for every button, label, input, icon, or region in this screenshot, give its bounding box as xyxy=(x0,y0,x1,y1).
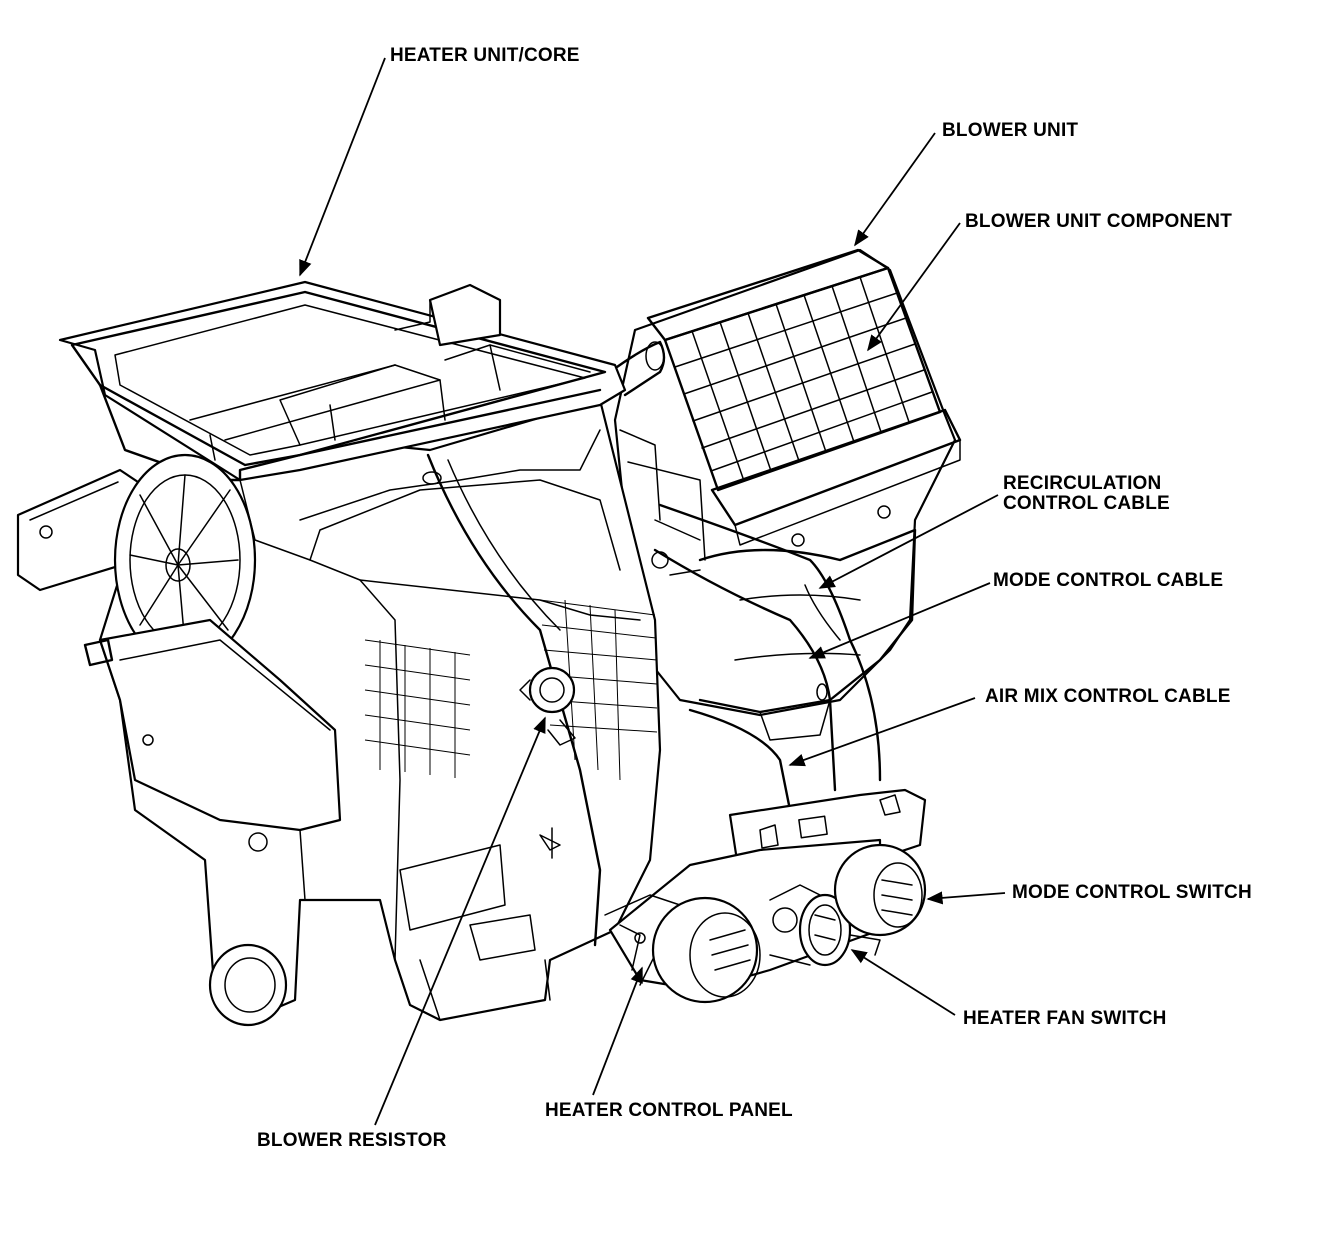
label-heater-unit-core: HEATER UNIT/CORE xyxy=(390,45,580,66)
heater-control-panel-drawing xyxy=(604,788,927,1004)
label-mode-control-switch: MODE CONTROL SWITCH xyxy=(1012,882,1252,903)
leader-mode-control-switch xyxy=(926,891,1006,905)
leader-blower-unit xyxy=(854,132,936,247)
leader-heater-unit-core xyxy=(299,57,386,277)
leader-blower-unit-component xyxy=(867,222,961,352)
leader-recirculation-cable xyxy=(818,494,999,589)
leader-air-mix-cable xyxy=(788,697,976,767)
control-cables xyxy=(651,503,882,812)
leader-heater-control-panel xyxy=(592,966,643,1096)
heater-unit-drawing xyxy=(16,280,662,1027)
blower-unit-drawing xyxy=(608,248,962,741)
label-blower-unit-component: BLOWER UNIT COMPONENT xyxy=(965,211,1233,232)
leader-mode-control-cable xyxy=(808,582,991,659)
label-heater-fan-switch: HEATER FAN SWITCH xyxy=(963,1008,1167,1029)
label-blower-unit: BLOWER UNIT xyxy=(942,120,1079,141)
leader-lines xyxy=(299,57,1006,1126)
label-air-mix-control-cable: AIR MIX CONTROL CABLE xyxy=(985,686,1231,707)
label-recirculation-line-1: RECIRCULATION xyxy=(1003,473,1162,494)
label-recirculation-control-cable: RECIRCULATION CONTROL CABLE xyxy=(1003,474,1170,514)
label-heater-control-panel: HEATER CONTROL PANEL xyxy=(545,1100,793,1121)
label-mode-control-cable: MODE CONTROL CABLE xyxy=(993,570,1224,591)
leader-blower-resistor xyxy=(374,716,546,1126)
label-recirculation-line-2: CONTROL CABLE xyxy=(1003,493,1170,514)
label-blower-resistor: BLOWER RESISTOR xyxy=(257,1130,447,1151)
leader-heater-fan-switch xyxy=(850,949,956,1016)
